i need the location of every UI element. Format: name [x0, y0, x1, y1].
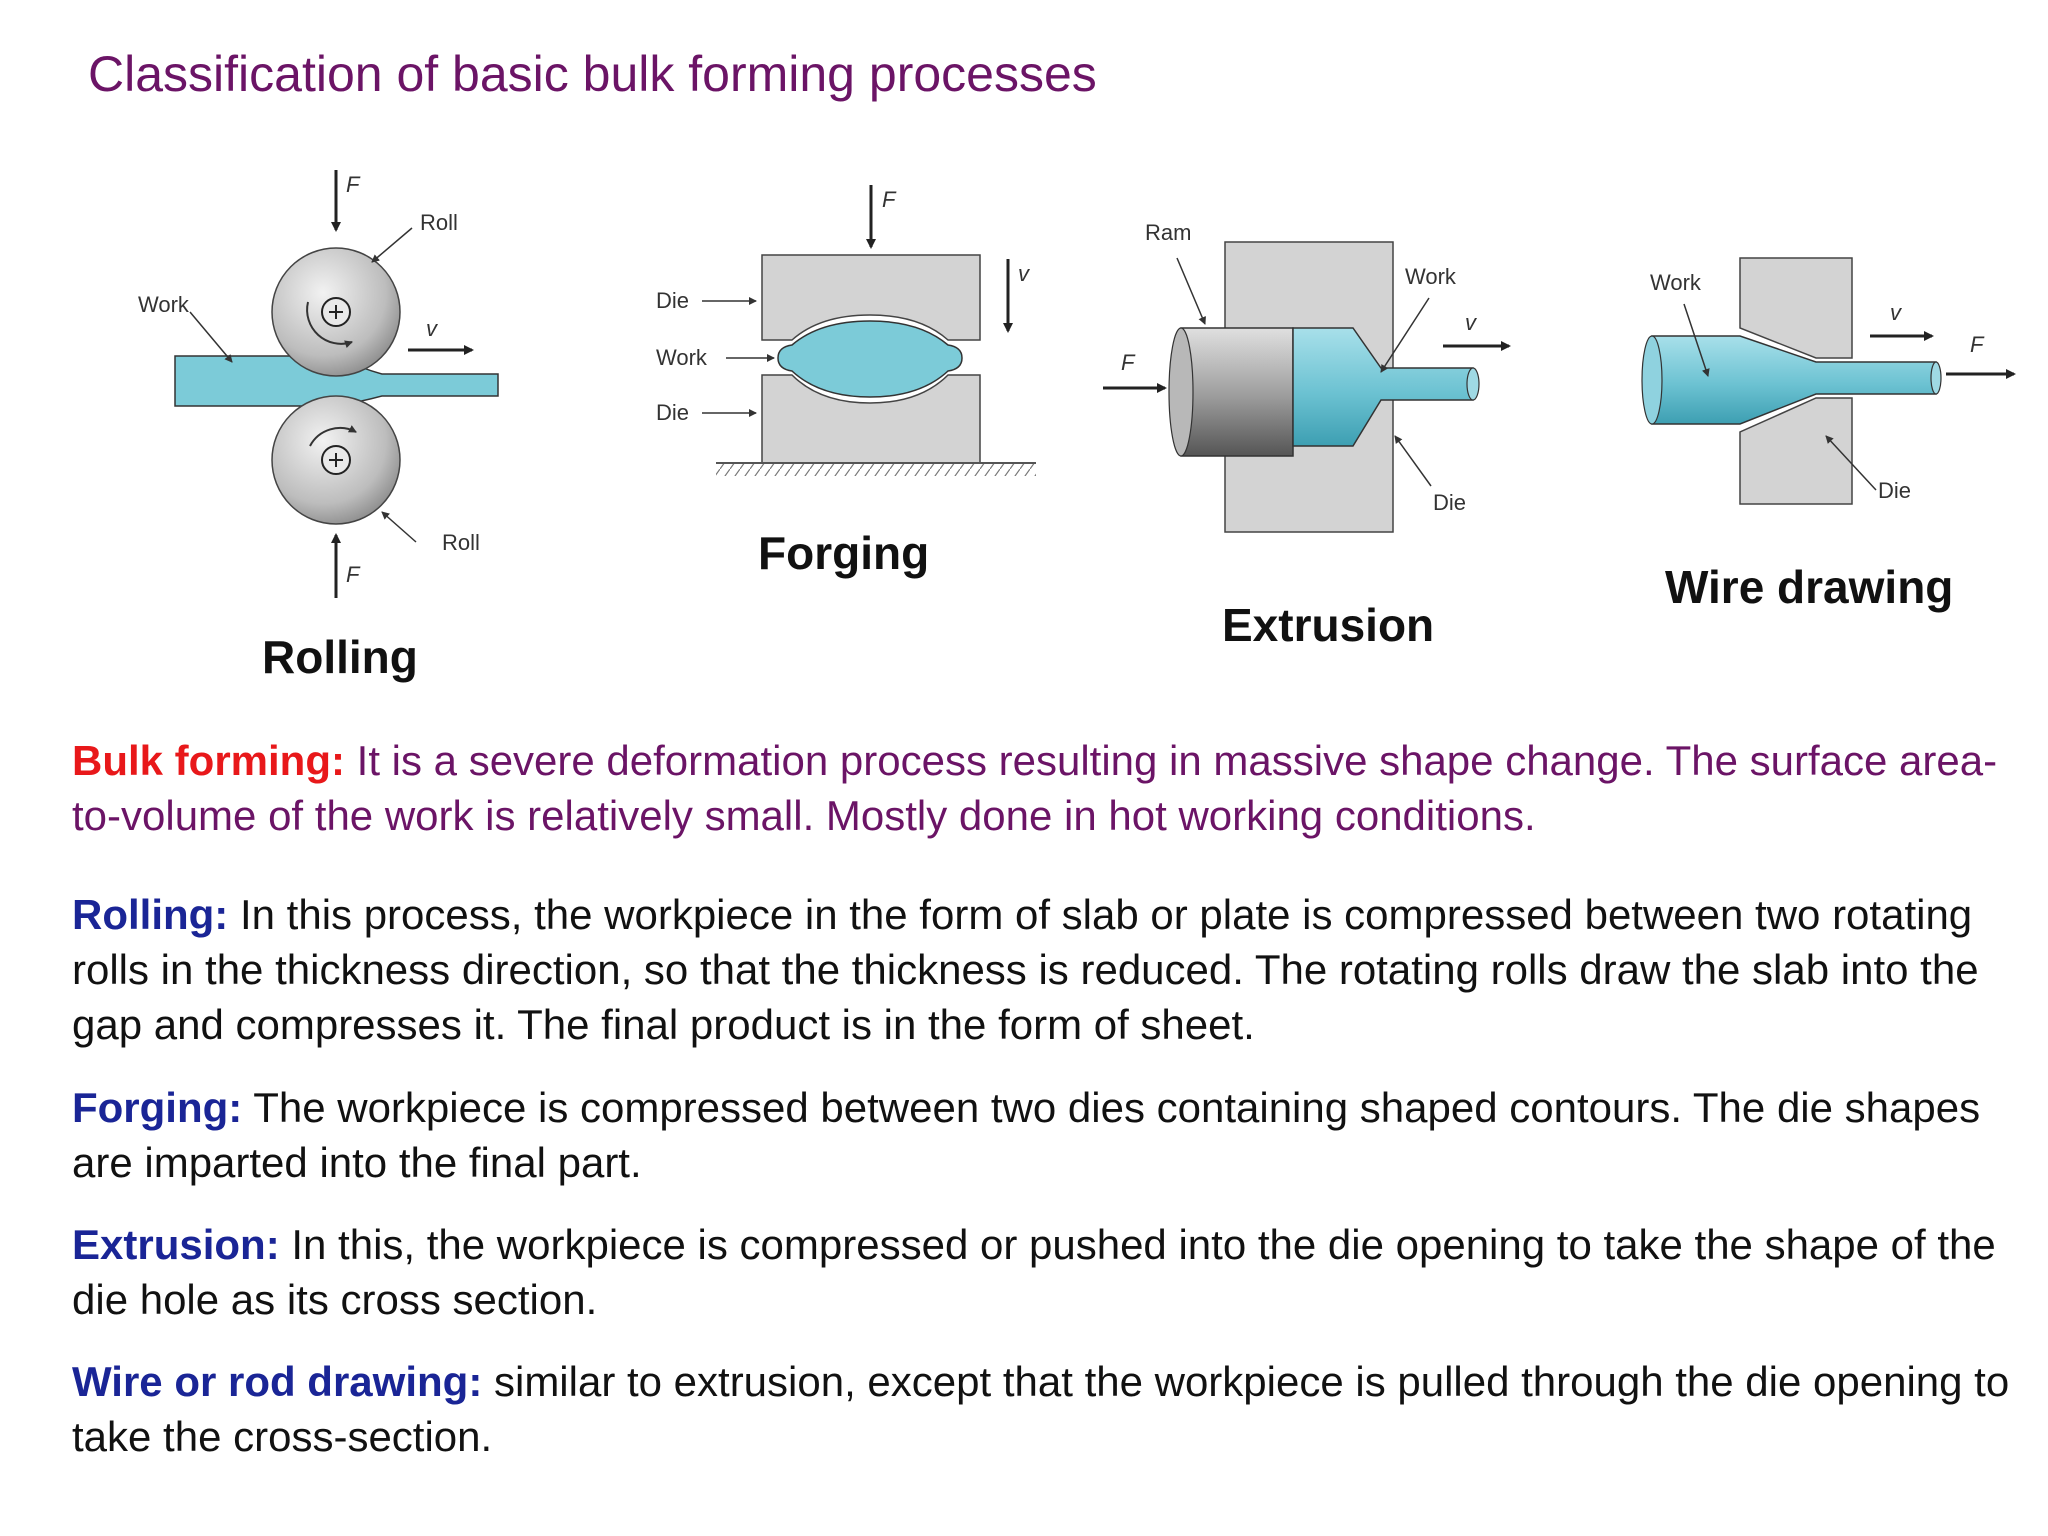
rolling-roll-top-label: Roll: [420, 210, 458, 235]
forging-caption: Forging: [758, 527, 930, 579]
rolling-term: Rolling:: [72, 891, 229, 938]
bulk-forming-definition: Bulk forming: It is a severe deformation…: [72, 733, 2012, 843]
extrusion-term: Extrusion:: [72, 1221, 280, 1268]
extrusion-caption: Extrusion: [1222, 599, 1435, 651]
forging-work: [777, 320, 963, 398]
drawing-definition: Wire or rod drawing: similar to extrusio…: [72, 1354, 2012, 1464]
rolling-force-top-label: F: [346, 172, 361, 197]
bulk-forming-text: It is a severe deformation process resul…: [72, 737, 1998, 839]
wire-drawing-caption: Wire drawing: [1665, 561, 1954, 613]
wire-drawing-bottom-die: [1739, 397, 1853, 505]
bottom-roll: [271, 395, 401, 525]
wire-drawing-force-label: F: [1970, 332, 1985, 357]
wire-drawing-top-die: [1739, 257, 1853, 359]
forging-text: The workpiece is compressed between two …: [72, 1084, 1981, 1186]
extrusion-velocity-label: v: [1465, 310, 1478, 335]
rolling-velocity-label: v: [426, 316, 439, 341]
rolling-text: In this process, the workpiece in the fo…: [72, 891, 1979, 1048]
rolling-diagram: Work Roll Roll F F v: [138, 170, 499, 598]
forging-force-label: F: [882, 187, 897, 212]
extrusion-definition: Extrusion: In this, the workpiece is com…: [72, 1217, 2012, 1327]
forging-definition: Forging: The workpiece is compressed bet…: [72, 1080, 2012, 1190]
extrusion-text: In this, the workpiece is compressed or …: [72, 1221, 1996, 1323]
bulk-forming-term: Bulk forming:: [72, 737, 345, 784]
drawing-text: similar to extrusion, except that the wo…: [72, 1358, 2010, 1460]
rolling-work-label: Work: [138, 292, 190, 317]
rolling-caption: Rolling: [262, 631, 418, 683]
page-title: Classification of basic bulk forming pro…: [88, 46, 1097, 102]
forging-velocity-label: v: [1018, 261, 1031, 286]
rolling-force-bottom-label: F: [346, 562, 361, 587]
wire-drawing-velocity-label: v: [1890, 300, 1903, 325]
forging-die-top-label: Die: [656, 288, 689, 313]
wire-drawing-die-label: Die: [1878, 478, 1911, 503]
forging-bottom-die: [761, 374, 981, 464]
extrusion-ram-label: Ram: [1145, 220, 1191, 245]
forging-top-die: [761, 254, 981, 341]
extrusion-die-label: Die: [1433, 490, 1466, 515]
forging-term: Forging:: [72, 1084, 243, 1131]
rolling-roll-bottom-label: Roll: [442, 530, 480, 555]
wire-drawing-work-label: Work: [1650, 270, 1702, 295]
forging-work-label: Work: [656, 345, 708, 370]
extrusion-force-label: F: [1121, 350, 1136, 375]
forging-die-bottom-label: Die: [656, 400, 689, 425]
forging-diagram: Die Work Die F v: [656, 185, 1036, 476]
rolling-definition: Rolling: In this process, the workpiece …: [72, 887, 2012, 1052]
extrusion-diagram: Ram Work Die F v: [1103, 220, 1511, 533]
drawing-term: Wire or rod drawing:: [72, 1358, 483, 1405]
wire-drawing-diagram: Work Die F v: [1641, 257, 2016, 505]
top-roll: [271, 247, 401, 377]
extrusion-work-label: Work: [1405, 264, 1457, 289]
